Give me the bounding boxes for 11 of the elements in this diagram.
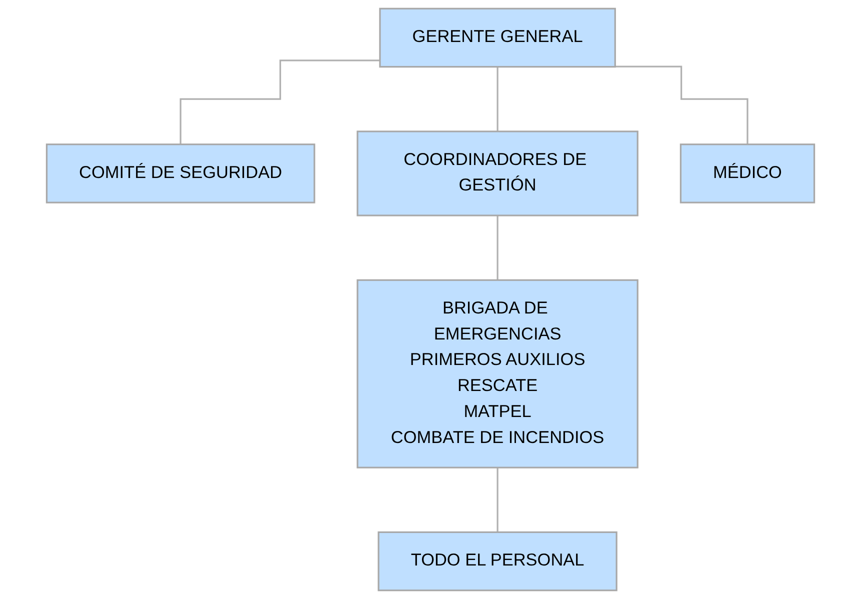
connector xyxy=(496,466,498,534)
connector xyxy=(496,66,498,132)
node-box: COORDINADORES DE GESTIÓN xyxy=(356,130,638,216)
connector xyxy=(615,66,748,146)
connector xyxy=(180,60,380,146)
node-box: COMITÉ DE SEGURIDAD xyxy=(46,144,316,204)
node-box: BRIGADA DE EMERGENCIAS PRIMEROS AUXILIOS RESCATE MATPEL COMBATE DE INCENDIOS xyxy=(356,279,638,468)
node-box: GERENTE GENERAL xyxy=(379,8,616,68)
connector xyxy=(496,214,498,281)
node-box: MÉDICO xyxy=(680,144,816,204)
node-box: TODO EL PERSONAL xyxy=(378,531,618,592)
